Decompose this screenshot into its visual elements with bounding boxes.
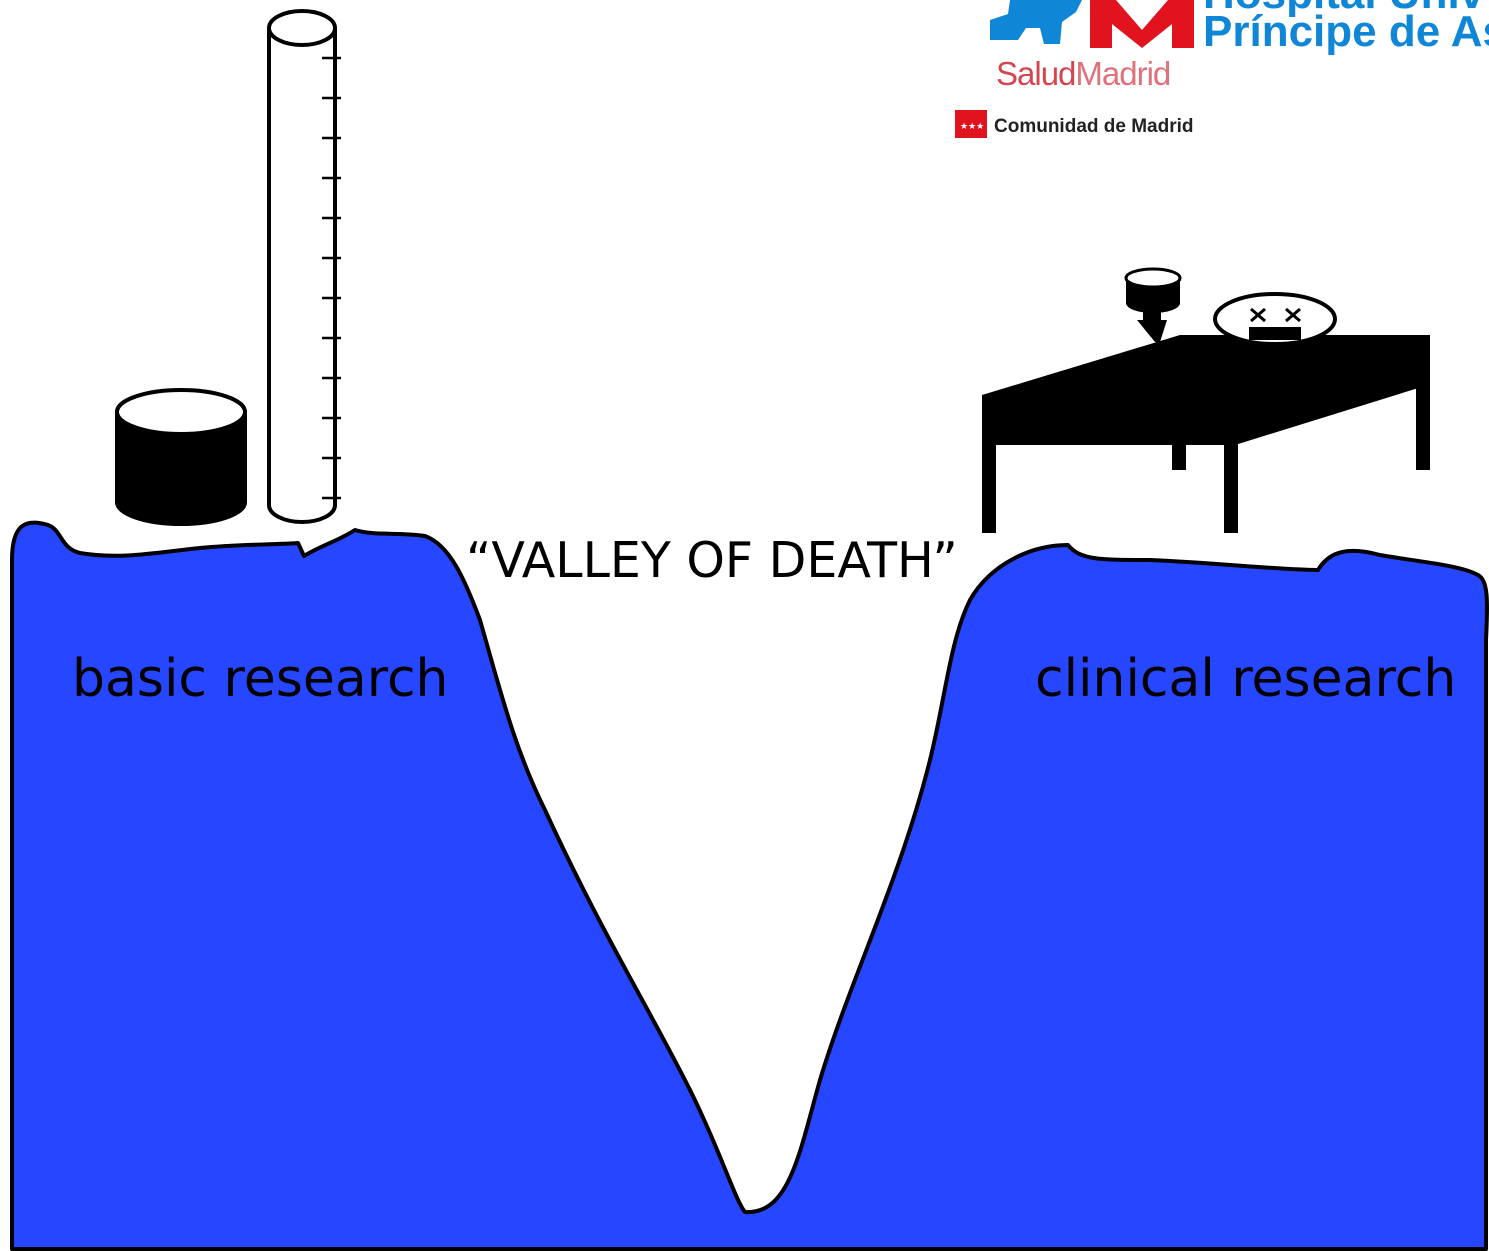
- dead-patient-face-icon: [1213, 292, 1337, 346]
- svg-text:★★★: ★★★: [960, 122, 984, 132]
- hospital-logo: Hospital Univ Príncipe de Ast SaludMadri…: [955, 0, 1489, 138]
- salud-madrid-wordmark: SaludMadrid: [996, 55, 1170, 92]
- comunidad-de-madrid-text: Comunidad de Madrid: [994, 116, 1194, 137]
- clinical-research-label: clinical research: [1035, 649, 1456, 709]
- iv-drip-icon: [1124, 267, 1182, 342]
- comunidad-flag-icon: ★★★: [955, 110, 987, 138]
- madrid-m-logo: [1090, 0, 1194, 48]
- hospital-name-line2: Príncipe de Ast: [1203, 7, 1489, 56]
- beaker-icon: [115, 388, 247, 526]
- valley-of-death-label: “VALLEY OF DEATH”: [466, 532, 958, 589]
- salud-cross-emblem: [990, 0, 1082, 44]
- basic-research-label: basic research: [72, 649, 449, 709]
- hospital-name-line1: Hospital Univ: [1203, 0, 1485, 18]
- graduated-cylinder-icon: [267, 9, 341, 524]
- terrain: [10, 520, 1489, 1251]
- hospital-bed-icon: [982, 335, 1430, 533]
